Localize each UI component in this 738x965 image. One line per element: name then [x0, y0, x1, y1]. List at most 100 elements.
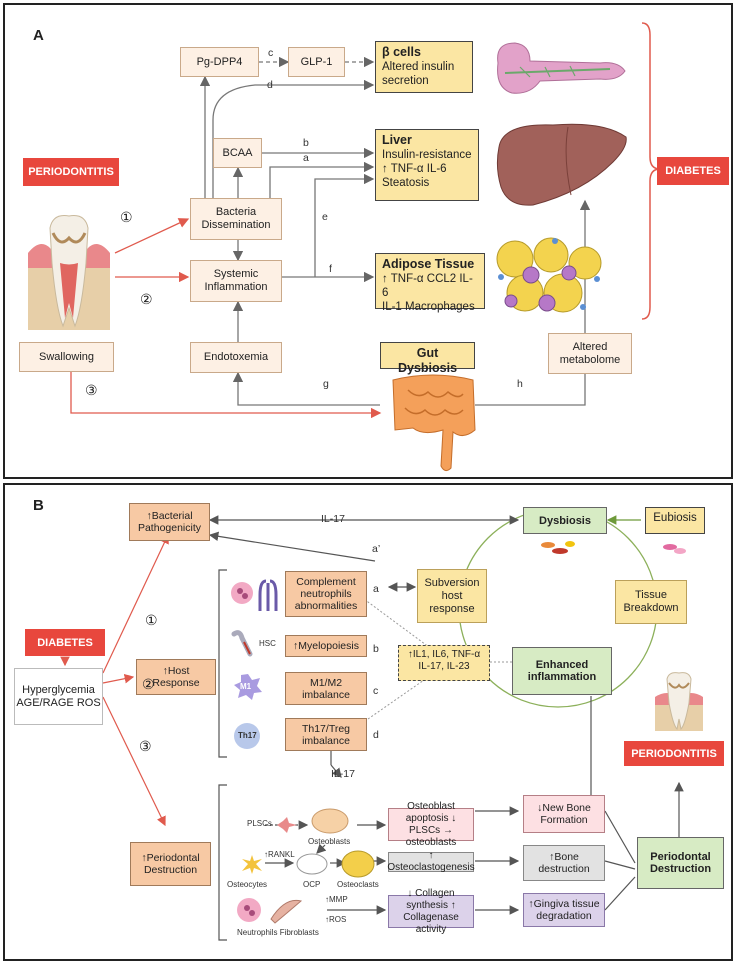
cytokines-box: ↑IL1, IL6, TNF-α IL-17, IL-23	[398, 645, 490, 681]
adipose-icon	[496, 237, 602, 313]
ocp-label: OCP	[303, 880, 321, 889]
adipose-title: Adipose Tissue	[382, 257, 475, 271]
label-b-b: b	[373, 643, 379, 655]
beta-cells-text: Altered insulin secretion	[382, 61, 455, 87]
systemic-inflammation-box: Systemic Inflammation	[190, 260, 282, 302]
liver-line-1: Insulin-resistance	[382, 149, 472, 161]
route-1-number: ①	[120, 209, 133, 225]
plscs-label: PLSCs	[247, 819, 272, 828]
label-g: g	[323, 378, 329, 390]
eubiosis-box: Eubiosis	[645, 507, 705, 534]
rankl-label: ↑RANKL	[264, 850, 295, 859]
osteoblast-icon	[311, 808, 349, 834]
panel-b-connectors	[60, 508, 684, 941]
route-3-number-b: ③	[139, 738, 152, 754]
bone-destruction-box: ↑Bone destruction	[523, 845, 605, 881]
neutrophil-icon	[231, 579, 278, 611]
th17-icon	[234, 723, 260, 749]
dysbiosis-bacteria-icon	[541, 541, 575, 554]
adipose-line-2: IL-1 Macrophages	[382, 301, 475, 313]
label-b: b	[303, 137, 309, 149]
route-3-number: ③	[85, 382, 98, 398]
panel-a: A PERIODONTITIS Swallowing ① ② ③ Pg-DPP4…	[3, 3, 733, 479]
enhanced-inflammation-box: Enhanced inflammation	[512, 647, 612, 695]
new-bone-formation-box: ↓New Bone Formation	[523, 795, 605, 833]
label-d: d	[267, 79, 273, 91]
pancreas-icon	[497, 42, 626, 94]
liver-title: Liver	[382, 133, 412, 147]
host-response-box: ↑Host Response	[136, 659, 216, 695]
bacteria-dissemination-box: Bacteria Dissemination	[190, 198, 282, 240]
label-h: h	[517, 378, 523, 390]
beta-cells-box: β cells Altered insulin secretion	[375, 41, 473, 93]
liver-line-3: Steatosis	[382, 177, 430, 189]
il17-top-label: IL-17	[321, 513, 345, 525]
gingiva-degradation-box: ↑Gingiva tissue degradation	[523, 893, 605, 927]
plscs-icon	[277, 817, 297, 833]
pg-dpp4-box: Pg-DPP4	[180, 47, 259, 77]
label-e: e	[322, 211, 328, 223]
gut-dysbiosis-box: Gut Dysbiosis	[380, 342, 475, 375]
osteoclastogenesis-box: ↑ Osteoclastogenesis	[387, 850, 475, 873]
th17-label: Th17	[238, 731, 257, 740]
swallowing-box: Swallowing	[19, 342, 114, 372]
label-b-d: d	[373, 729, 379, 741]
m1m2-box: M1/M2 imbalance	[285, 672, 367, 705]
ros-label: ↑ROS	[325, 915, 347, 924]
label-f: f	[329, 263, 332, 275]
label-b-c: c	[373, 685, 379, 697]
panel-b: B DIABETES Hyperglycemia AGE/RAGE ROS ↑B…	[3, 483, 733, 961]
ocp-icon	[296, 853, 328, 875]
altered-metabolome-box: Altered metabolome	[548, 333, 632, 374]
collagen-box: ↓ Collagen synthesis ↑ Collagenase activ…	[388, 888, 474, 935]
m1-label: M1	[240, 682, 252, 691]
th17treg-box: Th17/Treg imbalance	[285, 718, 367, 751]
glp1-box: GLP-1	[288, 47, 345, 77]
hsc-label: HSC	[259, 639, 276, 648]
tooth-icon	[28, 215, 110, 330]
il17-mid-label: IL-17	[331, 768, 355, 780]
periodontitis-label: PERIODONTITIS	[23, 158, 119, 186]
label-c: c	[268, 47, 274, 59]
diabetes-label: DIABETES	[657, 157, 729, 185]
endotoxemia-box: Endotoxemia	[190, 342, 282, 373]
label-a: a	[303, 152, 309, 164]
eubiosis-bacteria-icon	[663, 544, 686, 554]
panel-b-letter: B	[33, 497, 44, 514]
beta-cells-title: β cells	[382, 45, 421, 59]
periodontitis-label-b: PERIODONTITIS	[624, 741, 724, 766]
hsc-icon	[231, 630, 253, 657]
osteoblasts-label: Osteoblasts	[308, 837, 351, 846]
periodontal-destruction-left-box: ↑Periodontal Destruction	[130, 842, 211, 886]
mmp-label: ↑MMP	[325, 895, 348, 904]
osteocytes-label: Osteocytes	[227, 880, 268, 889]
dysbiosis-box: Dysbiosis	[523, 507, 607, 534]
neutrophils-fibroblasts-label: Neutrophils Fibroblasts	[237, 928, 319, 937]
gut-dysbiosis-title: Gut Dysbiosis	[397, 346, 458, 375]
macrophage-icon	[234, 674, 262, 700]
adipose-line-1: ↑ TNF-α CCL2 IL-6	[382, 273, 473, 299]
route-2-number-b: ②	[142, 676, 155, 692]
neutrophil-fibroblast-icon	[237, 898, 303, 924]
tooth-icon-b	[655, 672, 703, 731]
periodontal-destruction-right-box: Periodontal Destruction	[637, 837, 724, 889]
route-2-number: ②	[140, 291, 153, 307]
osteocyte-icon	[242, 855, 262, 874]
osteoclast-icon	[341, 850, 375, 878]
liver-box: Liver Insulin-resistance ↑ TNF-α IL-6 St…	[375, 129, 479, 201]
a-prime-label: a’	[372, 543, 381, 555]
bacterial-pathogenicity-box: ↑Bacterial Pathogenicity	[129, 503, 210, 541]
adipose-box: Adipose Tissue ↑ TNF-α CCL2 IL-6 IL-1 Ma…	[375, 253, 485, 313]
complement-box: Complement neutrophils abnormalities	[285, 571, 367, 617]
route-1-number-b: ①	[145, 612, 158, 628]
bcaa-box: BCAA	[213, 138, 262, 168]
diabetes-label-b: DIABETES	[25, 629, 105, 656]
osteoblast-apoptosis-box: Osteoblast apoptosis ↓ PLSCs → osteoblas…	[388, 801, 474, 848]
panel-a-letter: A	[33, 27, 44, 44]
hyperglycemia-box: Hyperglycemia AGE/RAGE ROS	[14, 668, 103, 725]
tissue-breakdown-box: Tissue Breakdown	[615, 580, 687, 624]
liver-icon	[496, 123, 627, 206]
subversion-box: Subversion host response	[417, 569, 487, 623]
intestine-icon	[392, 374, 476, 472]
label-b-a: a	[373, 583, 379, 595]
